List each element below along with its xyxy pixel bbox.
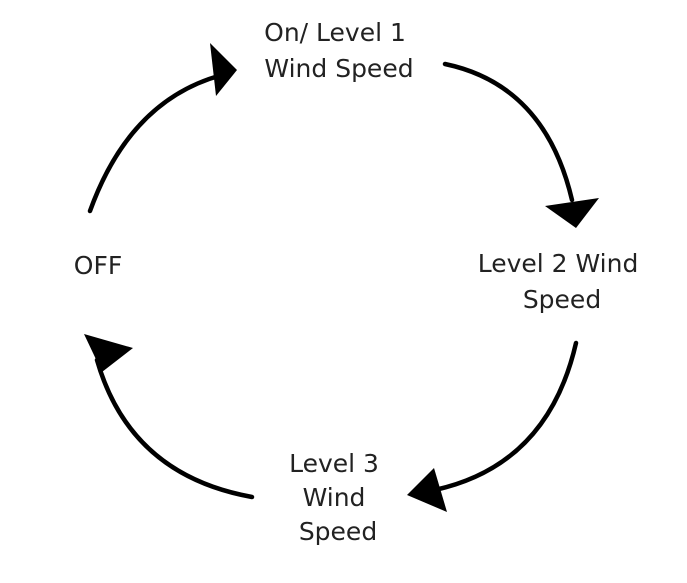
arrow-level2-to-level3 — [407, 340, 579, 512]
arrow-level1-to-level2 — [442, 61, 599, 228]
state-level2-label: Level 2 Wind Speed — [478, 249, 647, 314]
state-off-label: OFF — [74, 251, 122, 280]
arrow-off-to-level1 — [87, 43, 237, 214]
arrow-level3-to-off — [84, 334, 255, 500]
state-level3-label: Level 3 Wind Speed — [289, 449, 387, 546]
state-level1-label: On/ Level 1 Wind Speed — [264, 18, 414, 83]
